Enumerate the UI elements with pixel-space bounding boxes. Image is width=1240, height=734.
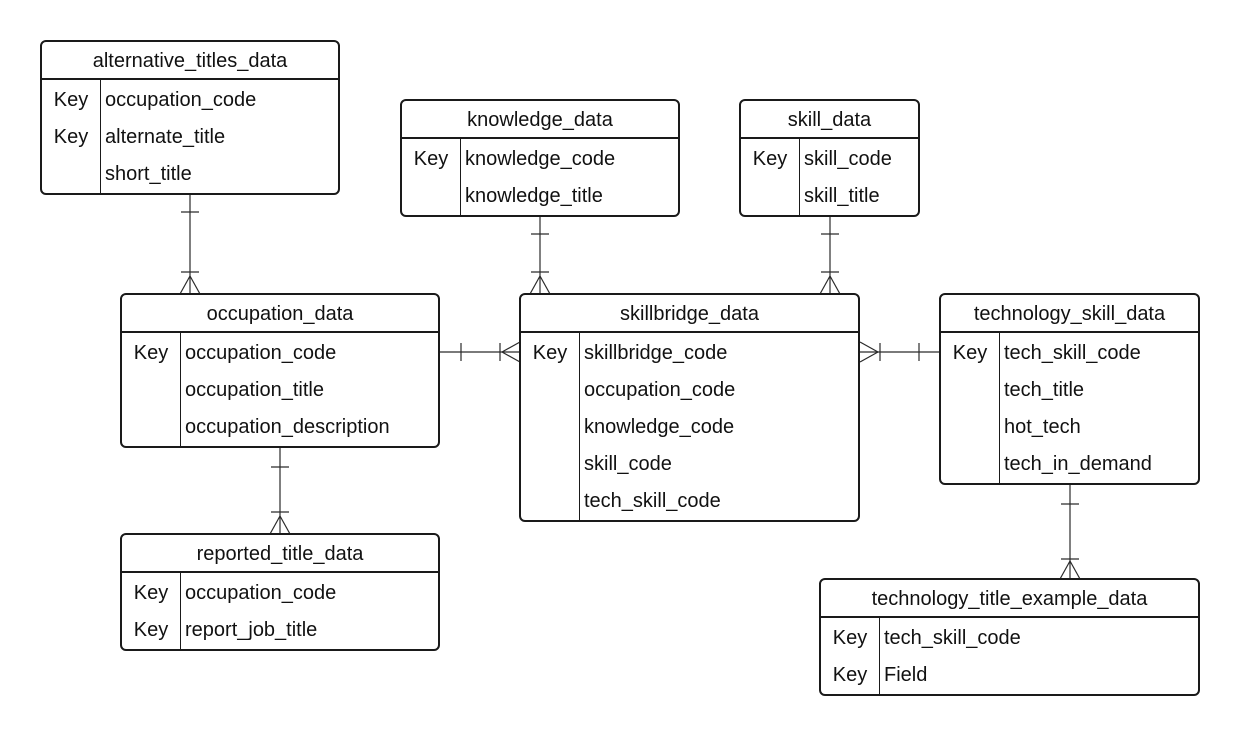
field-name: tech_in_demand [1004, 453, 1152, 475]
field-name: tech_skill_code [1004, 342, 1141, 364]
column-divider [999, 333, 1000, 483]
rel-technology-skill-title-example [1059, 482, 1081, 580]
field-row[interactable]: tech_in_demand [941, 446, 1198, 483]
field-name: short_title [105, 163, 192, 185]
field-row[interactable]: Key occupation_code [122, 335, 438, 372]
field-name: report_job_title [185, 619, 318, 641]
rel-technology-skill-skillbridge [859, 341, 940, 363]
field-name: tech_skill_code [884, 627, 1021, 649]
key-marker: Key [832, 627, 868, 649]
key-marker: Key [413, 148, 449, 170]
column-divider [100, 80, 101, 193]
key-marker: Key [832, 664, 868, 686]
entity-technology-skill[interactable]: technology_skill_data Key tech_skill_code… [939, 293, 1200, 485]
field-name: alternate_title [105, 126, 226, 148]
field-row[interactable]: knowledge_code [521, 409, 858, 446]
field-name: skill_code [804, 148, 892, 170]
field-row[interactable]: skill_code [521, 446, 858, 483]
field-name: occupation_code [185, 582, 337, 604]
entity-skill[interactable]: skill_data Key skill_code skill_title [739, 99, 920, 217]
key-marker: Key [133, 619, 169, 641]
rel-knowledge-skillbridge [529, 213, 551, 295]
field-row[interactable]: Key occupation_code [42, 82, 338, 119]
entity-title: knowledge_data [402, 101, 678, 139]
entity-alternative-titles[interactable]: alternative_titles_data Key occupation_co… [40, 40, 340, 195]
entity-technology-title-example[interactable]: technology_title_example_data Key tech_sk… [819, 578, 1200, 696]
field-row[interactable]: Key tech_skill_code [941, 335, 1198, 372]
field-row[interactable]: Key knowledge_code [402, 141, 678, 178]
field-row[interactable]: occupation_code [521, 372, 858, 409]
rel-skill-skillbridge [819, 213, 841, 295]
entity-title: occupation_data [122, 295, 438, 333]
entity-title: technology_title_example_data [821, 580, 1198, 618]
field-row[interactable]: Key skill_code [741, 141, 918, 178]
field-row[interactable]: tech_title [941, 372, 1198, 409]
field-row[interactable]: Key Field [821, 657, 1198, 694]
field-row[interactable]: tech_skill_code [521, 483, 858, 520]
field-row[interactable]: Key tech_skill_code [821, 620, 1198, 657]
field-row[interactable]: Key alternate_title [42, 119, 338, 156]
field-name: skill_code [584, 453, 672, 475]
key-marker: Key [133, 342, 169, 364]
field-name: Field [884, 664, 928, 686]
field-name: occupation_title [185, 379, 324, 401]
column-divider [879, 618, 880, 694]
field-name: skill_title [804, 185, 880, 207]
field-name: occupation_code [185, 342, 337, 364]
entity-title: alternative_titles_data [42, 42, 338, 80]
field-name: occupation_code [584, 379, 736, 401]
key-marker: Key [532, 342, 568, 364]
field-name: tech_skill_code [584, 490, 721, 512]
entity-title: technology_skill_data [941, 295, 1198, 333]
field-row[interactable]: knowledge_title [402, 178, 678, 215]
field-name: knowledge_title [465, 185, 603, 207]
field-row[interactable]: hot_tech [941, 409, 1198, 446]
rel-alternative-titles-occupation [179, 190, 201, 295]
field-row[interactable]: occupation_title [122, 372, 438, 409]
entity-knowledge[interactable]: knowledge_data Key knowledge_code knowledg… [400, 99, 680, 217]
column-divider [579, 333, 580, 520]
field-name: knowledge_code [584, 416, 735, 438]
column-divider [460, 139, 461, 215]
entity-title: reported_title_data [122, 535, 438, 573]
field-row[interactable]: Key occupation_code [122, 575, 438, 612]
field-name: occupation_description [185, 416, 390, 438]
key-marker: Key [53, 89, 89, 111]
rel-occupation-reported-title [269, 445, 291, 535]
entity-title: skillbridge_data [521, 295, 858, 333]
field-row[interactable]: occupation_description [122, 409, 438, 446]
field-name: skillbridge_code [584, 342, 728, 364]
key-marker: Key [952, 342, 988, 364]
column-divider [180, 573, 181, 649]
field-row[interactable]: Key report_job_title [122, 612, 438, 649]
field-name: knowledge_code [465, 148, 616, 170]
key-marker: Key [53, 126, 89, 148]
key-marker: Key [752, 148, 788, 170]
field-name: occupation_code [105, 89, 257, 111]
column-divider [180, 333, 181, 446]
field-name: tech_title [1004, 379, 1085, 401]
field-row[interactable]: short_title [42, 156, 338, 193]
column-divider [799, 139, 800, 215]
rel-occupation-skillbridge [440, 341, 521, 363]
key-marker: Key [133, 582, 169, 604]
field-name: hot_tech [1004, 416, 1081, 438]
entity-title: skill_data [741, 101, 918, 139]
field-row[interactable]: Key skillbridge_code [521, 335, 858, 372]
field-row[interactable]: skill_title [741, 178, 918, 215]
